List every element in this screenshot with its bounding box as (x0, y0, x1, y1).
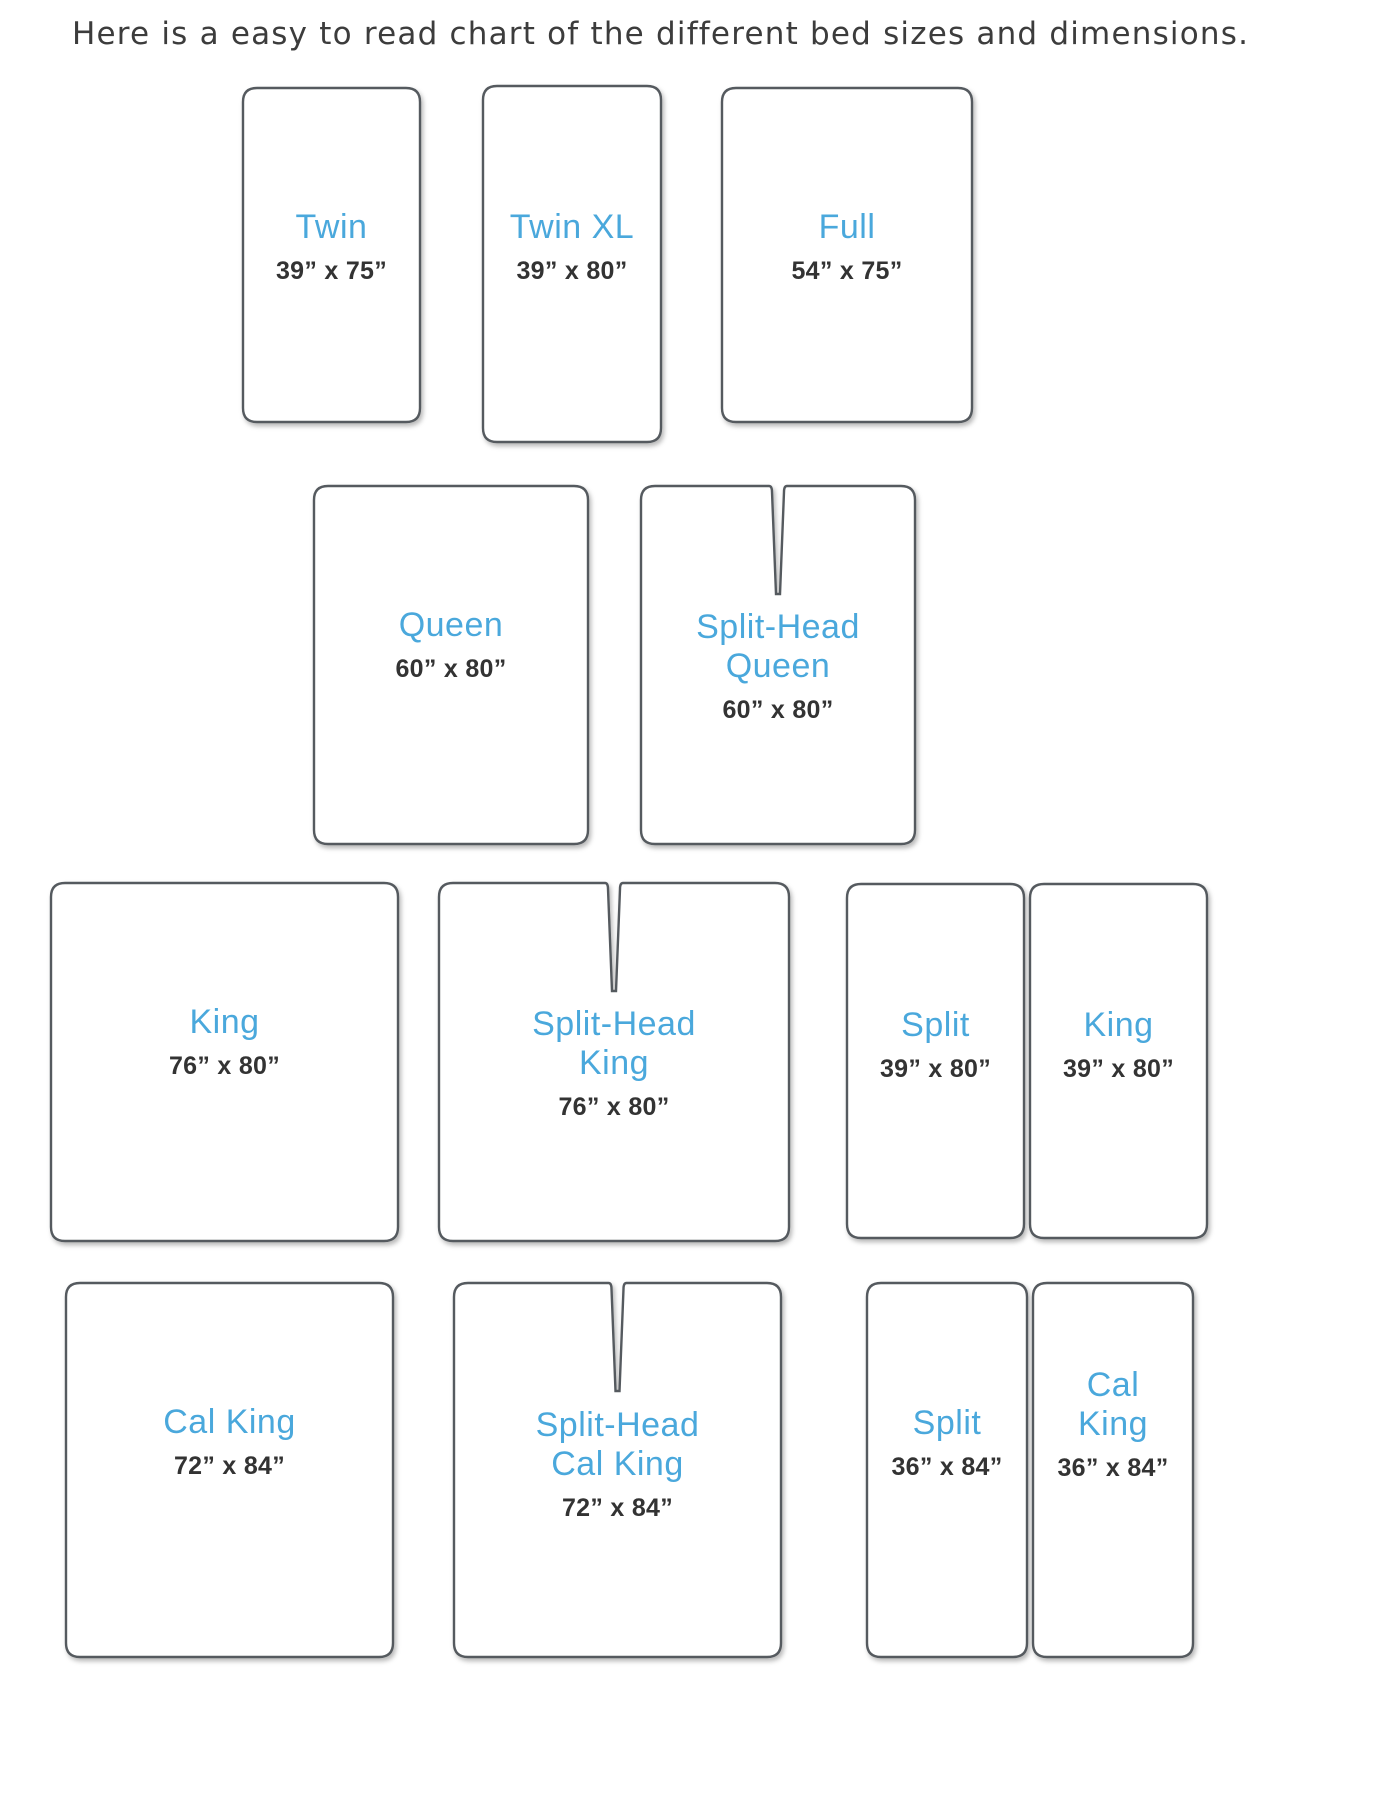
bed-full: Full 54” x 75” (720, 86, 974, 424)
bed-outline (720, 86, 974, 424)
bed-cal-king: Cal King 72” x 84” (64, 1281, 395, 1659)
bed-name-line: King (1083, 1006, 1153, 1044)
bed-dimensions: 36” x 84” (1057, 1454, 1168, 1482)
bed-outline (639, 484, 917, 846)
intro-text: Here is a easy to read chart of the diff… (72, 16, 1250, 52)
bed-dimensions: 39” x 80” (1063, 1055, 1174, 1083)
bed-outline (845, 882, 1026, 1240)
bed-dimensions: 39” x 80” (880, 1055, 991, 1083)
bed-name-line: Split-Head (696, 608, 860, 646)
bed-name-line: Twin XL (510, 208, 634, 246)
bed-dimensions: 39” x 75” (276, 257, 387, 285)
bed-twin-xl: Twin XL 39” x 80” (481, 84, 663, 444)
bed-name-line: Split-Head (536, 1406, 700, 1444)
bed-outline (437, 881, 791, 1243)
bed-dimensions: 76” x 80” (558, 1093, 669, 1121)
bed-split-cal-king-left: Split 36” x 84” (865, 1281, 1029, 1659)
bed-dimensions: 54” x 75” (791, 257, 902, 285)
bed-outline (452, 1281, 783, 1659)
bed-outline (481, 84, 663, 444)
bed-outline (64, 1281, 395, 1659)
bed-split-king-left: Split 39” x 80” (845, 882, 1026, 1240)
bed-name-line: Cal King (551, 1445, 684, 1483)
bed-name-line: King (1078, 1405, 1148, 1443)
bed-outline (312, 484, 590, 846)
bed-name-line: Split (913, 1404, 982, 1442)
bed-name-line: Split (901, 1006, 970, 1044)
bed-dimensions: 76” x 80” (169, 1052, 280, 1080)
bed-outline (865, 1281, 1029, 1659)
bed-name-line: Cal King (163, 1403, 296, 1441)
bed-name-line: King (579, 1044, 649, 1082)
bed-name-line: Full (819, 208, 876, 246)
bed-name-line: Queen (726, 647, 831, 685)
bed-outline (1028, 882, 1209, 1240)
bed-queen: Queen 60” x 80” (312, 484, 590, 846)
bed-outline (241, 86, 422, 424)
bed-name-line: Cal (1087, 1366, 1140, 1404)
bed-split-king-right: King 39” x 80” (1028, 882, 1209, 1240)
bed-king: King 76” x 80” (49, 881, 400, 1243)
bed-dimensions: 39” x 80” (516, 257, 627, 285)
bed-dimensions: 36” x 84” (891, 1453, 1002, 1481)
bed-dimensions: 60” x 80” (395, 655, 506, 683)
bed-dimensions: 60” x 80” (722, 696, 833, 724)
bed-outline (1031, 1281, 1195, 1659)
bed-outline (49, 881, 400, 1243)
bed-dimensions: 72” x 84” (562, 1494, 673, 1522)
bed-dimensions: 72” x 84” (174, 1452, 285, 1480)
bed-name-line: Queen (399, 606, 504, 644)
bed-name-line: Split-Head (532, 1005, 696, 1043)
bed-name-line: King (189, 1003, 259, 1041)
bed-name-line: Twin (296, 208, 368, 246)
bed-twin: Twin 39” x 75” (241, 86, 422, 424)
